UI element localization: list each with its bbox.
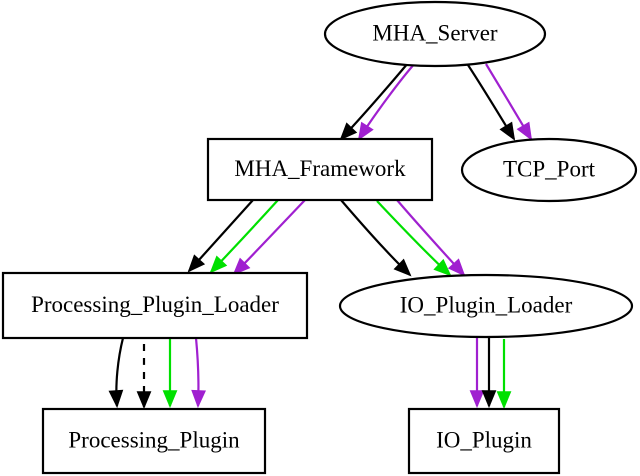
arrowhead-a020d0 xyxy=(232,257,251,276)
node-label: Processing_Plugin_Loader xyxy=(31,292,279,317)
node-label: MHA_Framework xyxy=(234,156,406,181)
edge-processing_plugin_loader-to-processing_plugin[interactable] xyxy=(108,337,125,409)
edge-mha_framework-to-processing_plugin_loader[interactable] xyxy=(187,199,254,273)
edge-mha_framework-to-io_plugin_loader[interactable] xyxy=(340,199,412,277)
arrowhead-00e000 xyxy=(209,255,228,274)
node-ellipse xyxy=(460,137,638,203)
arrowhead-00e000 xyxy=(162,390,178,409)
edge-io_plugin_loader-to-io_plugin[interactable] xyxy=(469,337,485,409)
edge-mha_server-to-mha_framework[interactable] xyxy=(339,62,409,141)
node-label: TCP_Port xyxy=(503,156,596,181)
edge-mha_framework-to-mha_server[interactable] xyxy=(357,61,417,141)
node-label: IO_Plugin xyxy=(436,427,532,452)
arrowhead-000000 xyxy=(108,389,124,409)
edge-io_plugin_loader-to-mha_framework[interactable] xyxy=(376,200,452,277)
node-box xyxy=(1,271,309,340)
arrowhead-a020d0 xyxy=(191,389,206,409)
node-processing_plugin[interactable]: Processing_Plugin xyxy=(41,407,267,475)
node-label: Processing_Plugin xyxy=(68,427,240,452)
node-tcp_port[interactable]: TCP_Port xyxy=(460,137,638,203)
edge-io_plugin-to-io_plugin_loader[interactable] xyxy=(496,339,512,410)
edges-layer xyxy=(108,61,533,410)
node-box xyxy=(407,407,561,475)
edge-processing_plugin_loader-to-processing_plugin[interactable] xyxy=(162,338,178,409)
node-label: MHA_Server xyxy=(372,20,498,45)
arrowhead-00e000 xyxy=(496,391,512,410)
node-io_plugin_loader[interactable]: IO_Plugin_Loader xyxy=(338,273,634,339)
node-mha_server[interactable]: MHA_Server xyxy=(323,0,547,68)
edge-mha_server-to-tcp_port[interactable] xyxy=(465,61,516,141)
node-processing_plugin_loader[interactable]: Processing_Plugin_Loader xyxy=(1,271,309,340)
edge-processing_plugin_loader-to-processing_plugin[interactable] xyxy=(191,337,206,409)
node-box xyxy=(206,137,434,202)
arrowhead-a020d0 xyxy=(469,390,485,409)
arrowhead-00e000 xyxy=(433,258,452,277)
arrowhead-000000 xyxy=(499,121,516,141)
edge-mha_framework-to-io_plugin_loader[interactable] xyxy=(396,199,466,277)
arrowhead-a020d0 xyxy=(357,121,374,141)
node-label: IO_Plugin_Loader xyxy=(400,292,573,317)
edge-processing_plugin-to-processing_plugin_loader[interactable] xyxy=(136,341,152,410)
edge-tcp_port-to-mha_server[interactable] xyxy=(485,63,533,141)
node-ellipse xyxy=(338,273,634,339)
arrowhead-a020d0 xyxy=(447,258,466,277)
arrowhead-000000 xyxy=(393,258,412,277)
arrowhead-000000 xyxy=(187,254,206,273)
arrowhead-000000 xyxy=(481,390,497,409)
edge-io_plugin_loader-to-io_plugin[interactable] xyxy=(481,337,497,409)
edge-mha_framework-to-processing_plugin_loader[interactable] xyxy=(232,199,306,276)
node-mha_framework[interactable]: MHA_Framework xyxy=(206,137,434,202)
node-io_plugin[interactable]: IO_Plugin xyxy=(407,407,561,475)
node-ellipse xyxy=(323,0,547,68)
arrowhead-000000 xyxy=(136,391,152,410)
arrowhead-a020d0 xyxy=(516,121,533,141)
edge-mha_framework-to-processing_plugin_loader[interactable] xyxy=(209,199,279,274)
arrowhead-000000 xyxy=(339,122,358,141)
node-box xyxy=(41,407,267,475)
